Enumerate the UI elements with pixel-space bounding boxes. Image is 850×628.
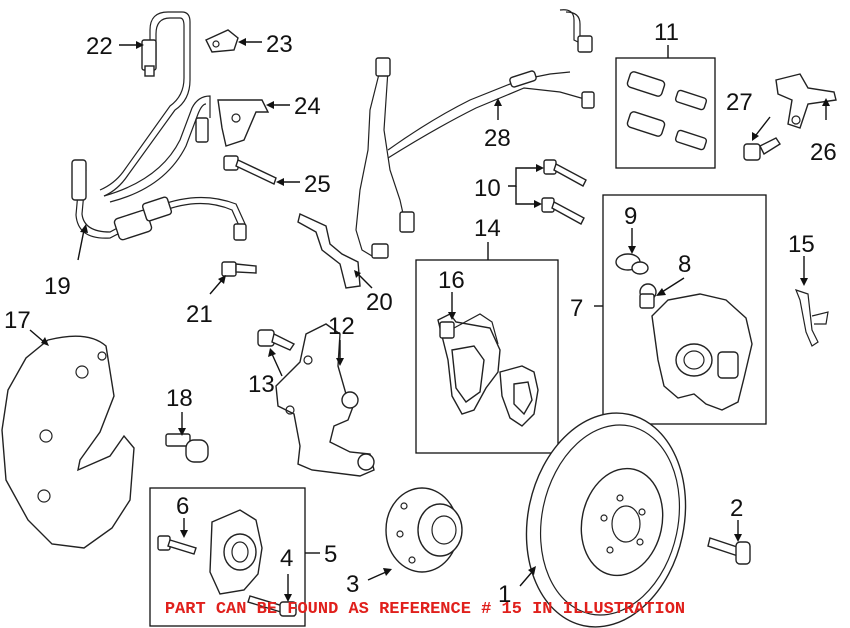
- callout-16: 16: [438, 267, 465, 294]
- callout-17: 17: [4, 307, 31, 334]
- callout-4: 4: [280, 545, 293, 572]
- brake-line-22: [99, 11, 191, 197]
- sensor-clip-15: [794, 289, 829, 347]
- brake-pads-14: [437, 313, 539, 427]
- callout-19: 19: [44, 273, 71, 300]
- bolt-21: [221, 261, 257, 277]
- callout-2: 2: [730, 495, 743, 522]
- callout-8: 8: [678, 251, 691, 278]
- callout-1: 1: [498, 581, 511, 608]
- callout-11: 11: [654, 19, 679, 46]
- callout-10: 10: [474, 175, 501, 202]
- callout-25: 25: [304, 171, 331, 198]
- callout-12: 12: [328, 313, 355, 340]
- bolt-25: [223, 155, 277, 185]
- bracket-24: [217, 99, 270, 147]
- brake-line-upper-loop: [103, 95, 211, 203]
- callout-5: 5: [324, 541, 337, 568]
- guide-pins-11: [626, 71, 708, 151]
- brake-rotor-1: [525, 412, 687, 628]
- callout-23: 23: [266, 31, 293, 58]
- bracket-26: [775, 73, 837, 129]
- brake-hose-19: [71, 159, 247, 241]
- wheel-bearing-6: [157, 509, 263, 595]
- callout-15: 15: [788, 231, 815, 258]
- wheel-hub-3: [385, 487, 463, 573]
- bolt-2: [707, 537, 751, 565]
- callout-27: 27: [726, 89, 753, 116]
- callout-24: 24: [294, 93, 321, 120]
- callout-26: 26: [810, 139, 837, 166]
- abs-harness-28: [355, 9, 595, 259]
- cap-9: [615, 253, 649, 275]
- callout-6: 6: [176, 493, 189, 520]
- sensor-bracket-20: [297, 213, 361, 289]
- box-pads-14: [415, 259, 559, 454]
- footer-note: PART CAN BE FOUND AS REFERENCE # 15 IN I…: [164, 600, 686, 619]
- box-caliper-pins-11: [615, 57, 716, 169]
- callout-28: 28: [484, 125, 511, 152]
- caliper-7: [651, 293, 753, 411]
- bolt-27: [743, 137, 781, 161]
- callout-20: 20: [366, 289, 393, 316]
- callout-9: 9: [624, 203, 637, 230]
- callout-14: 14: [474, 215, 501, 242]
- splash-shield-17: [1, 335, 135, 549]
- box-bearing-5: [149, 487, 306, 627]
- box-caliper-7: [602, 194, 767, 425]
- wear-sensor-16: [439, 313, 499, 345]
- clip-23: [205, 29, 239, 53]
- caliper-carrier-12: [275, 323, 375, 477]
- callout-21: 21: [186, 301, 213, 328]
- bleeder-8: [639, 283, 657, 309]
- callout-7: 7: [570, 295, 583, 322]
- bolts-10: [541, 159, 587, 225]
- callout-22: 22: [86, 33, 113, 60]
- callout-3: 3: [346, 571, 359, 598]
- bolt-13: [257, 329, 296, 351]
- leader-lines: [29, 38, 830, 602]
- bolt-18: [165, 433, 209, 463]
- callout-18: 18: [166, 385, 193, 412]
- callout-13: 13: [248, 371, 275, 398]
